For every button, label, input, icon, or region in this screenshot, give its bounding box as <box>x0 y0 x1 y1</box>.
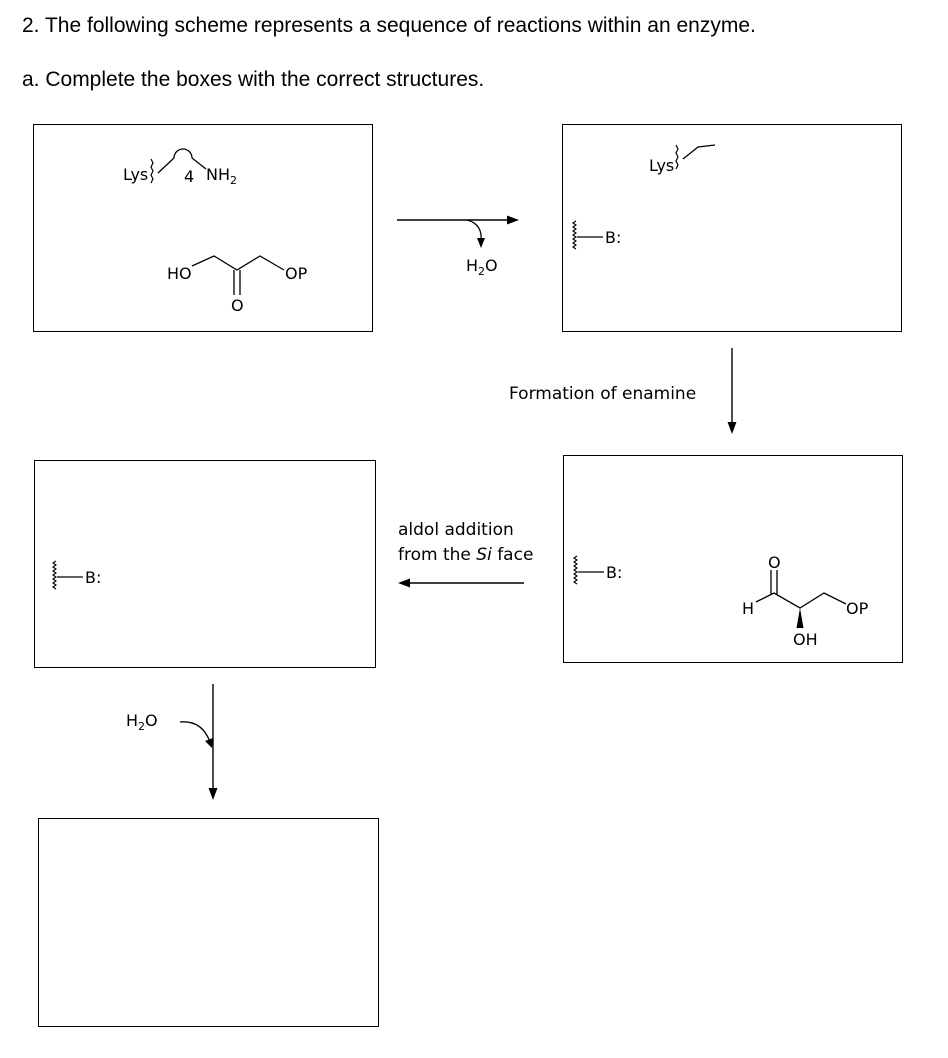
arrow-1 <box>397 215 519 248</box>
carbonyl-o-label: O <box>231 296 244 315</box>
svg-text:H2O: H2O <box>126 711 158 733</box>
arrow-4: H2O <box>126 684 218 800</box>
box-2-structures: Lys B: <box>572 144 716 250</box>
base-label: B: <box>605 228 621 247</box>
box-imine-intermediate: Lys B: <box>562 124 902 332</box>
lys-label: Lys <box>649 156 674 175</box>
carbonyl-double-bond <box>233 270 241 295</box>
box-aldol-product: B: <box>34 460 376 668</box>
oh-label: OH <box>793 630 818 649</box>
bond <box>191 157 207 170</box>
arrow-2 <box>727 348 737 434</box>
wavy-bond <box>675 144 679 170</box>
lys-label: Lys <box>123 165 148 184</box>
arrow-3-label-line2: from the Si face <box>398 545 534 565</box>
box-starting-materials: Lys 4 NH2 HO O OP <box>33 124 373 332</box>
carbonyl-o-label: O <box>768 553 781 572</box>
enzyme-surface <box>573 555 578 585</box>
box-3-structures: B: O H OH OP <box>573 553 869 649</box>
base-label: B: <box>606 563 622 582</box>
lysine-and-dhap-structures: Lys 4 NH2 HO O OP <box>123 148 308 315</box>
carbon-chain <box>755 592 847 609</box>
base-label: B: <box>85 568 101 587</box>
question-heading: 2. The following scheme represents a seq… <box>22 14 756 37</box>
bond <box>682 144 716 160</box>
box-final-product <box>38 818 379 1027</box>
box-4-structures: B: <box>52 560 101 590</box>
enzyme-surface <box>572 220 577 250</box>
arrowhead <box>398 578 410 588</box>
repeat-count: 4 <box>184 167 194 186</box>
arrowhead <box>208 788 218 800</box>
curved-addition-arrow <box>179 721 211 743</box>
wavy-bond <box>150 158 154 184</box>
op-label: OP <box>846 599 869 618</box>
arrowhead <box>205 738 213 748</box>
op-label: OP <box>285 264 308 283</box>
enzyme-surface <box>52 560 57 590</box>
nh2-label: NH2 <box>206 165 237 187</box>
carbonyl-double-bond <box>770 570 778 594</box>
carbon-chain <box>191 255 285 271</box>
arrow-3-label-line1: aldol addition <box>398 520 514 540</box>
arrow-2-label: Formation of enamine <box>509 384 697 404</box>
wedge-bond <box>796 608 804 628</box>
aldehyde-h-label: H <box>742 599 754 618</box>
ho-label: HO <box>167 264 192 283</box>
bond <box>157 157 175 174</box>
repeat-bracket <box>173 148 193 159</box>
arrowhead <box>507 215 519 225</box>
arrowhead <box>477 238 485 248</box>
arrowhead <box>727 422 737 434</box>
arrow-1-reagent: H2O <box>466 256 498 278</box>
arrow-3 <box>398 578 524 588</box>
box-enamine-and-aldehyde: B: O H OH OP <box>563 455 903 663</box>
question-part-a: a. Complete the boxes with the correct s… <box>22 68 485 91</box>
svg-text:H2O: H2O <box>466 256 498 278</box>
